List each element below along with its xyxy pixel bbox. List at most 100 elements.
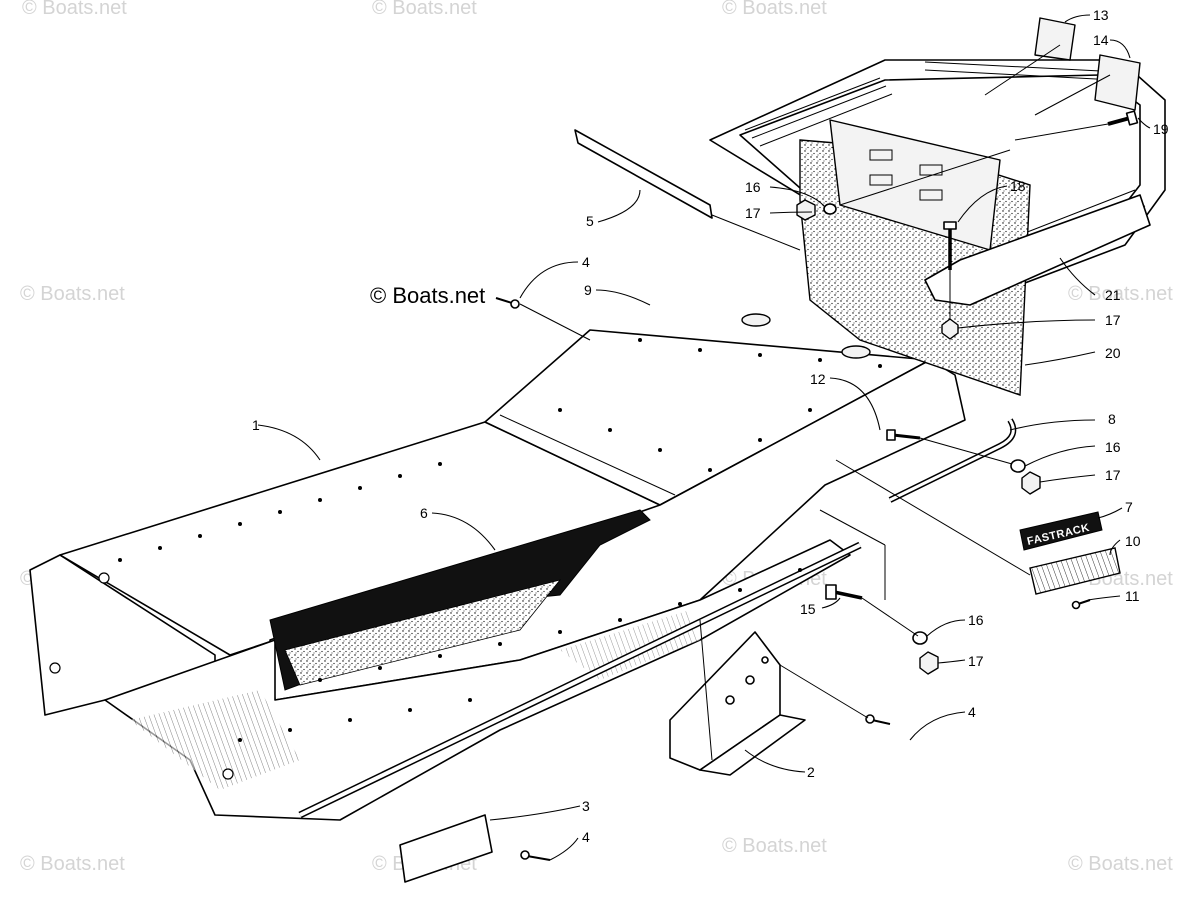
callout-2: 2 — [807, 764, 815, 780]
hole — [49, 662, 61, 674]
hole — [725, 695, 735, 705]
plate — [399, 814, 493, 883]
washer-icon — [823, 203, 837, 215]
callout-17: 17 — [1105, 312, 1121, 328]
leader-line — [1009, 419, 1096, 431]
vent — [741, 313, 771, 327]
callout-16: 16 — [968, 612, 984, 628]
tunnel-assembly — [29, 313, 966, 821]
alignment-line — [984, 44, 1061, 96]
leader-line — [1024, 351, 1096, 366]
alignment-line — [835, 459, 1031, 576]
deck-seam — [499, 414, 676, 496]
watermark: © Boats.net — [722, 835, 827, 857]
alignment-line — [519, 303, 591, 341]
washer-icon — [1010, 459, 1026, 473]
leader-line — [1109, 39, 1131, 59]
leader-line — [431, 512, 496, 551]
bumper-end-cap — [924, 194, 1151, 306]
leader-line — [829, 377, 881, 431]
reflector — [1029, 547, 1121, 595]
alignment-line — [819, 509, 886, 546]
alignment-line — [861, 597, 919, 637]
leader-line — [744, 749, 806, 773]
alignment-line — [1034, 74, 1111, 116]
shading — [130, 690, 300, 790]
leader-line — [257, 424, 321, 461]
callout-4: 4 — [582, 829, 590, 845]
bracket-slot — [869, 149, 893, 161]
deck-seam — [484, 421, 661, 506]
hole — [761, 656, 769, 664]
watermark: © Boats.net — [1068, 283, 1173, 305]
watermark: © Boats.net — [722, 0, 827, 19]
hole — [222, 768, 234, 780]
rear-bumper-assembly — [709, 59, 1166, 396]
leader-line — [1109, 539, 1121, 556]
tunnel-rod-highlight — [299, 543, 861, 817]
callout-4: 4 — [968, 704, 976, 720]
rivet-icon — [520, 850, 551, 861]
bolt-icon — [943, 221, 957, 270]
watermark: © Boats.net — [22, 0, 127, 19]
alignment-line — [711, 214, 801, 251]
callout-15: 15 — [800, 601, 816, 617]
fastrack-decal: FASTRACK — [1019, 511, 1103, 551]
callout-19: 19 — [1153, 121, 1169, 137]
part-strip — [574, 129, 713, 219]
leader-line — [1087, 595, 1121, 601]
nut-icon — [1021, 471, 1041, 495]
callout-18: 18 — [1010, 178, 1026, 194]
watermark: © Boats.net — [1068, 853, 1173, 875]
callout-12: 12 — [810, 371, 826, 387]
hole — [745, 675, 755, 685]
leader-line — [1137, 117, 1151, 129]
rivets — [118, 338, 882, 742]
callout-6: 6 — [420, 505, 428, 521]
leader-line — [926, 619, 966, 637]
part-rod-highlight — [889, 419, 1015, 502]
bolt-icon — [1107, 110, 1139, 126]
leader-line — [549, 837, 579, 861]
rivet-icon — [865, 714, 891, 725]
callout-4: 4 — [582, 254, 590, 270]
leader-line — [1059, 257, 1096, 296]
leader-line — [957, 185, 1008, 223]
callout-17: 17 — [1105, 467, 1121, 483]
callout-17: 17 — [745, 205, 761, 221]
leader-line — [1024, 445, 1096, 467]
callout-16: 16 — [745, 179, 761, 195]
screw-icon — [1071, 599, 1091, 610]
callout-7: 7 — [1125, 499, 1133, 515]
part-pad — [1034, 17, 1076, 61]
hole — [98, 572, 110, 584]
vent — [841, 345, 871, 359]
bolt-icon — [495, 297, 520, 309]
alignment-line — [779, 664, 869, 719]
main-watermark: © Boats.net — [370, 283, 485, 308]
decal-plate — [1019, 511, 1103, 551]
leader-line — [489, 805, 581, 821]
nut-icon — [919, 651, 939, 675]
callout-3: 3 — [582, 798, 590, 814]
callout-21: 21 — [1105, 287, 1121, 303]
watermark: © Boats.net — [372, 0, 477, 19]
leader-line — [597, 189, 641, 223]
callout-8: 8 — [1108, 411, 1116, 427]
callout-13: 13 — [1093, 7, 1109, 23]
callout-11: 11 — [1125, 588, 1140, 604]
callout-14: 14 — [1093, 32, 1109, 48]
alignment-line — [1014, 123, 1109, 141]
callout-16: 16 — [1105, 439, 1121, 455]
nut-icon — [796, 199, 816, 221]
bracket-slot — [869, 174, 893, 186]
callout-labels: 1 2 3 4 4 4 5 6 7 8 9 10 11 12 13 14 15 … — [252, 7, 1169, 845]
mount-bracket — [669, 631, 806, 776]
leader-line — [769, 186, 826, 208]
alignment-line — [839, 149, 1011, 206]
callout-10: 10 — [1125, 533, 1141, 549]
leader-line — [957, 319, 1096, 329]
leader-line — [1039, 474, 1096, 483]
